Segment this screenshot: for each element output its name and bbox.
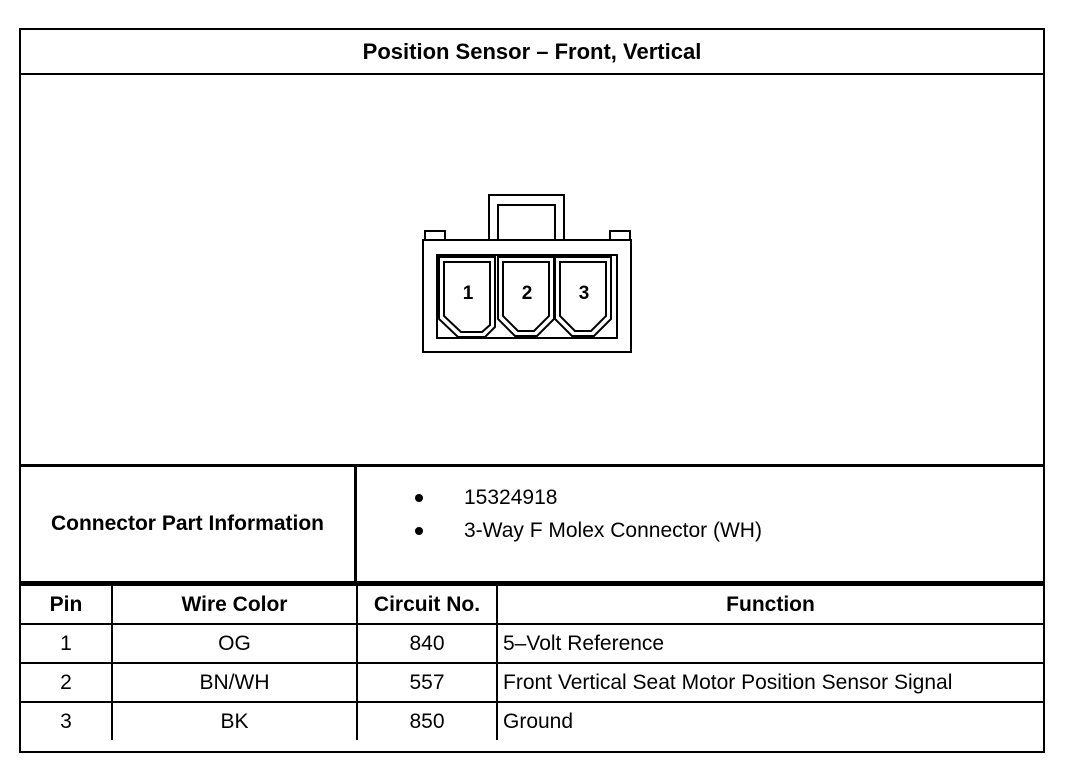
cavity-3 [554,256,612,337]
connector-housing [422,239,632,353]
cell-wire-color: BK [111,701,358,740]
pin-number-2: 2 [522,283,533,304]
cell-circuit: 840 [356,623,498,664]
part-number: 15324918 [464,485,558,509]
cell-wire-color: OG [111,623,358,664]
cell-pin: 2 [21,662,113,703]
part-info-label: Connector Part Information [21,467,357,581]
cell-function: 5–Volt Reference [496,623,1043,664]
cell-function: Ground [496,701,1043,740]
pinout-table: Pin Wire Color Circuit No. Function 1 OG… [21,584,1043,740]
cavity-frame [436,254,618,339]
pin-number-1: 1 [463,283,474,304]
connector-description: 3-Way F Molex Connector (WH) [464,518,762,542]
connector-part-info: Connector Part Information 15324918 3-Wa… [21,467,1043,584]
header-pin: Pin [21,584,113,625]
header-function: Function [496,584,1043,625]
cell-wire-color: BN/WH [111,662,358,703]
header-wire-color: Wire Color [111,584,358,625]
page-title: Position Sensor – Front, Vertical [21,30,1043,75]
connector-diagram-area: 1 2 3 [21,75,1043,467]
bullet-icon [415,526,423,535]
left-rib [424,230,446,241]
cell-circuit: 557 [356,662,498,703]
cell-pin: 1 [21,623,113,664]
cavity-1 [438,256,496,338]
table-row: 3 BK 850 Ground [21,701,1043,740]
part-info-item: 15324918 [357,481,1043,514]
table-row: 1 OG 840 5–Volt Reference [21,623,1043,664]
cell-pin: 3 [21,701,113,740]
table-row: 2 BN/WH 557 Front Vertical Seat Motor Po… [21,662,1043,703]
part-info-list: 15324918 3-Way F Molex Connector (WH) [357,467,1043,595]
connector-face-diagram: 1 2 3 [422,194,632,353]
pinout-sheet: Position Sensor – Front, Vertical [19,28,1045,753]
bullet-icon [415,493,423,502]
locking-tab [488,194,565,241]
right-rib [609,230,631,241]
header-circuit: Circuit No. [356,584,498,625]
cell-function: Front Vertical Seat Motor Position Senso… [496,662,1043,703]
cell-circuit: 850 [356,701,498,740]
part-info-item: 3-Way F Molex Connector (WH) [357,514,1043,547]
table-header-row: Pin Wire Color Circuit No. Function [21,584,1043,625]
pin-number-3: 3 [579,283,590,304]
